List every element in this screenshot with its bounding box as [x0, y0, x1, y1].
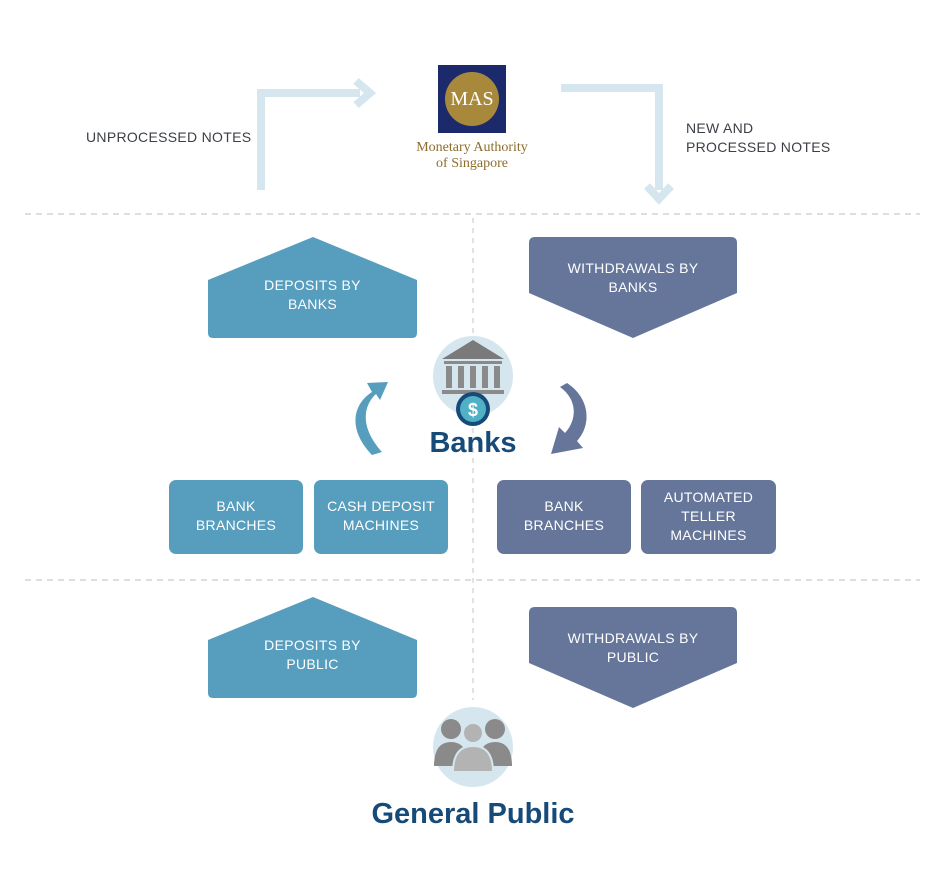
atm-label: AUTOMATED TELLER MACHINES: [641, 488, 776, 545]
atm-box: [641, 480, 776, 554]
cdm-line2: MACHINES: [342, 517, 420, 533]
mas-name: Monetary Authority of Singapore: [405, 140, 539, 172]
deposit-curve-arrow: [355, 382, 388, 455]
deposits-banks-line2: BANKS: [288, 296, 337, 312]
deposits-by-banks-label: DEPOSITS BY BANKS: [208, 276, 417, 314]
deposits-public-line2: PUBLIC: [286, 656, 339, 672]
deposit-bank-branches-label: BANK BRANCHES: [169, 497, 303, 535]
withdrawals-banks-line2: BANKS: [608, 279, 658, 295]
withdrawals-by-public-shape: [529, 607, 737, 708]
withdraw-branches-line2: BRANCHES: [523, 517, 605, 533]
deposits-banks-line1: DEPOSITS BY: [264, 277, 361, 293]
banks-title: Banks: [429, 427, 517, 459]
withdrawal-curve-arrow: [551, 383, 587, 454]
deposits-by-banks-shape: [208, 237, 417, 338]
mas-logo: MAS: [438, 65, 506, 133]
withdrawals-banks-line1: WITHDRAWALS BY: [567, 260, 699, 276]
atm-line3: MACHINES: [670, 527, 747, 543]
deposit-bank-branches-box: [169, 480, 303, 554]
deposit-branches-line2: BRANCHES: [195, 517, 277, 533]
withdrawals-by-banks-label: WITHDRAWALS BY BANKS: [529, 259, 737, 297]
deposits-public-line1: DEPOSITS BY: [264, 637, 361, 653]
new-processed-notes-label: NEW AND PROCESSED NOTES: [686, 119, 831, 157]
people-group-icon: [433, 707, 513, 787]
cash-deposit-machines-box: [314, 480, 448, 554]
deposits-by-public-label: DEPOSITS BY PUBLIC: [208, 636, 417, 674]
withdrawals-public-line1: WITHDRAWALS BY: [567, 630, 699, 646]
cash-deposit-machines-label: CASH DEPOSIT MACHINES: [314, 497, 448, 535]
mas-name-line2: of Singapore: [436, 156, 508, 171]
unprocessed-notes-arrow: [257, 77, 377, 190]
unprocessed-notes-label: UNPROCESSED NOTES: [86, 129, 252, 145]
withdraw-branches-line1: BANK: [544, 498, 584, 514]
deposits-by-public-shape: [208, 597, 417, 698]
withdrawals-by-public-label: WITHDRAWALS BY PUBLIC: [529, 629, 737, 667]
bank-building-icon: [433, 336, 513, 416]
mas-name-line1: Monetary Authority: [416, 140, 528, 155]
svg-text:$: $: [468, 400, 478, 420]
withdraw-bank-branches-box: [497, 480, 631, 554]
atm-line2: TELLER: [681, 508, 736, 524]
deposit-branches-line1: BANK: [216, 498, 256, 514]
withdraw-bank-branches-label: BANK BRANCHES: [497, 497, 631, 535]
cdm-line1: CASH DEPOSIT: [327, 498, 435, 514]
withdrawals-by-banks-shape: [529, 237, 737, 338]
new-processed-notes-arrow: [561, 84, 674, 205]
mas-logo-circle: MAS: [445, 72, 499, 126]
mas-logo-text: MAS: [450, 88, 494, 110]
new-processed-line2: PROCESSED NOTES: [686, 139, 831, 155]
new-processed-line1: NEW AND: [686, 120, 754, 136]
withdrawals-public-line2: PUBLIC: [606, 649, 660, 665]
general-public-title: General Public: [371, 798, 575, 830]
atm-line1: AUTOMATED: [663, 489, 754, 505]
dollar-coin-icon: $: [456, 392, 490, 426]
